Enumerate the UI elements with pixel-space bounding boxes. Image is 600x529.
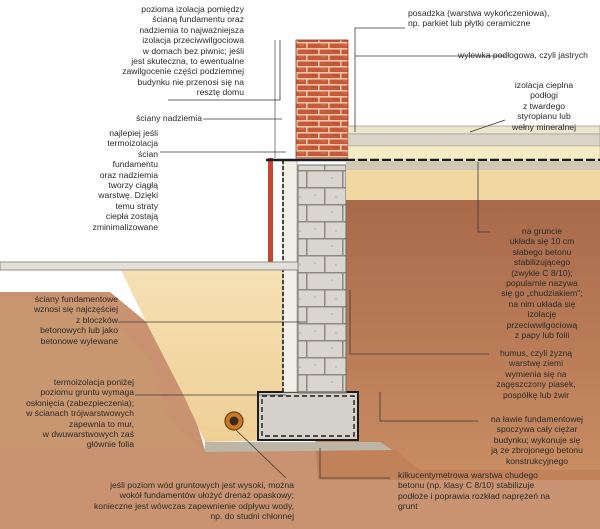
label-insulation-below-grade: termoizolacja poniżej poziomu gruntu wym… <box>26 377 134 450</box>
label-foundation-walls: ściany fundamentowe wznosi się najczęści… <box>33 294 118 346</box>
label-continuous-insulation: najlepiej jeśli termoizolacja ścian fund… <box>92 128 158 232</box>
label-floor-insulation: izolacja cieplna podłogi z twardego styr… <box>511 80 576 132</box>
ground-surface <box>0 261 299 271</box>
concrete-footing <box>257 391 359 441</box>
label-above-ground-walls: ściany nadziemia <box>136 113 202 123</box>
floor-insulation <box>347 145 600 161</box>
compacted-sand-layer <box>346 170 600 200</box>
soil-shade <box>0 300 200 448</box>
sand-backfill <box>120 262 295 442</box>
label-drainage: jeśli poziom wód gruntowych jest wysoki,… <box>94 480 294 522</box>
soil-outer <box>0 292 600 529</box>
red-facade-strip <box>268 158 273 270</box>
label-horizontal-insulation: pozioma izolacja pomiędzy ścianą fundame… <box>122 4 244 98</box>
wall-insulation <box>282 159 298 393</box>
label-screed: wylewka podłogowa, czyli jastrych <box>458 50 588 60</box>
drain-pipe-core <box>229 416 239 426</box>
label-footing: na ławie fundamentowej spoczywa cały cię… <box>490 414 584 466</box>
label-lean-concrete-base: kilkucentymetrowa warstwa chudego betonu… <box>398 470 550 512</box>
label-humus: humus, czyli żyzną warstwę ziemi wymieni… <box>496 348 576 400</box>
soil-body <box>298 195 600 480</box>
brick-wall <box>295 39 349 159</box>
leader-lines <box>118 27 506 479</box>
foundation-block-wall <box>297 164 347 394</box>
lean-concrete-slab <box>346 161 600 170</box>
label-floor-finish: posadzka (warstwa wykończeniowa), np. pa… <box>408 8 550 29</box>
floor-screed <box>347 133 600 147</box>
lean-concrete-layer <box>205 442 392 452</box>
footing-reinforcement <box>261 395 355 437</box>
label-lean-concrete-slab: na gruncie układa się 10 cm słabego beto… <box>501 226 583 341</box>
